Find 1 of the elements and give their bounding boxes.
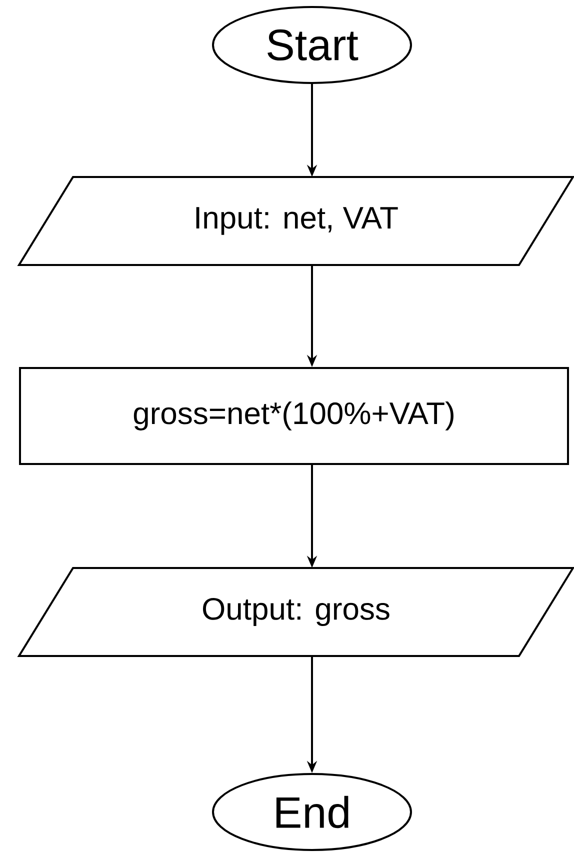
process-box: gross=net*(100%+VAT) — [19, 367, 569, 465]
